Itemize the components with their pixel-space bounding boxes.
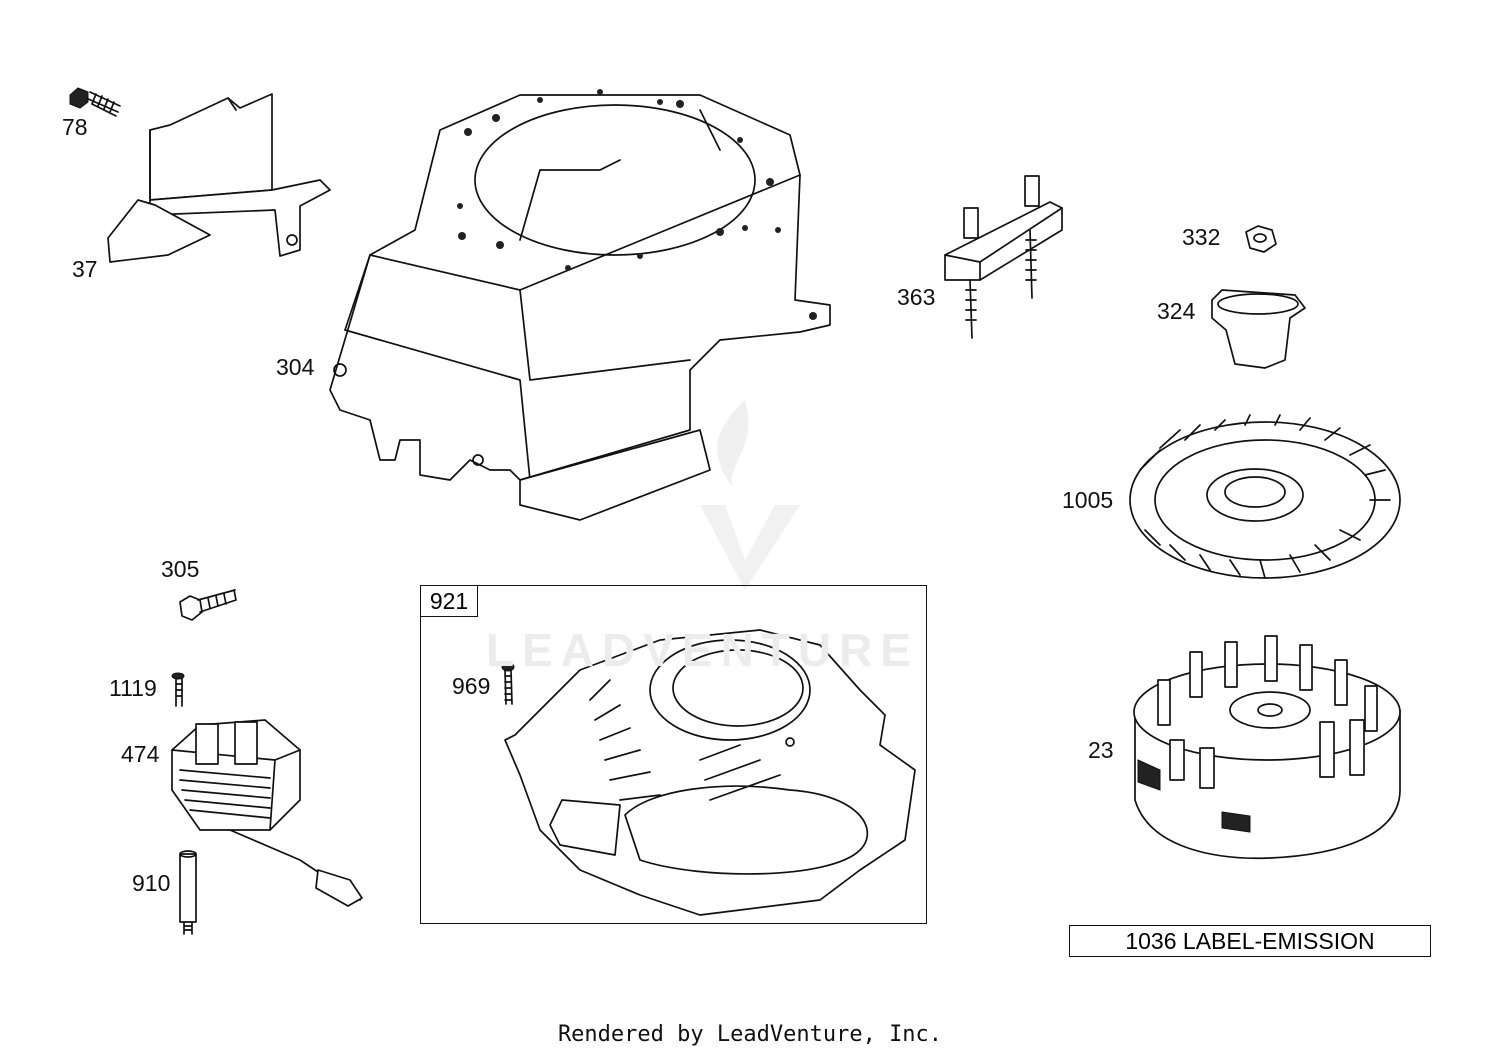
part-1005-fan [1129, 414, 1401, 579]
part-324-cup [1211, 289, 1306, 369]
part-304-blower-housing [329, 89, 831, 521]
label-332: 332 [1182, 224, 1221, 250]
part-305-bolt [179, 589, 237, 621]
label-363: 363 [897, 284, 936, 310]
emission-label-box: 1036 LABEL-EMISSION [1069, 925, 1431, 957]
label-474: 474 [121, 741, 160, 767]
label-37: 37 [72, 256, 98, 282]
label-969: 969 [452, 673, 491, 699]
part-474-armature [171, 719, 363, 907]
label-1119: 1119 [109, 675, 157, 701]
part-332-nut [1245, 225, 1277, 253]
part-363-bracket [944, 175, 1063, 339]
label-23: 23 [1088, 737, 1114, 763]
footer-credit: Rendered by LeadVenture, Inc. [557, 1022, 943, 1047]
label-78: 78 [62, 114, 88, 140]
part-921-engine-cover [504, 629, 916, 916]
part-37-air-guide [107, 93, 331, 263]
label-921: 921 [420, 585, 478, 617]
part-969-screw [501, 662, 515, 705]
callout-box-921 [420, 585, 927, 924]
part-78-bolt [69, 87, 121, 117]
label-1005: 1005 [1062, 487, 1114, 513]
label-324: 324 [1157, 298, 1196, 324]
part-1119-screw [171, 672, 185, 707]
part-910-spacer [179, 850, 197, 935]
label-910: 910 [132, 870, 171, 896]
label-305: 305 [161, 556, 200, 582]
watermark-logo [700, 400, 800, 590]
watermark-text: LEADVENTURE [486, 624, 920, 676]
part-23-flywheel [1133, 635, 1401, 860]
label-304: 304 [276, 354, 315, 380]
